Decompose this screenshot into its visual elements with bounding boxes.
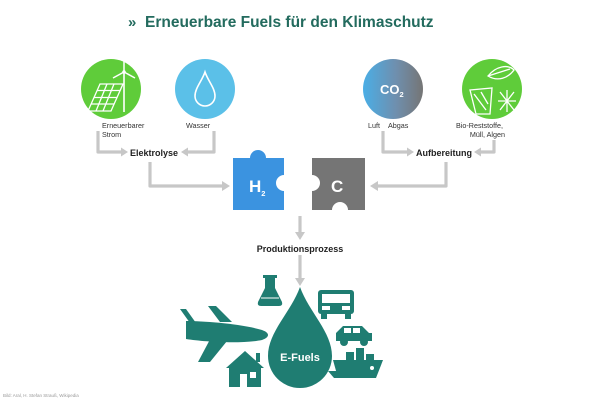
biowaste-icon xyxy=(462,59,522,119)
solar-panel-wind-turbine-icon xyxy=(81,59,141,119)
input-label-strom-line2: Strom xyxy=(102,130,121,139)
process-label-elektrolyse: Elektrolyse xyxy=(130,148,178,158)
puzzle-label-c: C xyxy=(331,177,343,196)
e-fuels-label: E-Fuels xyxy=(280,352,320,364)
image-credit: Bild: Aral, H. Stefan Strauß, Wikipedia xyxy=(3,393,79,398)
puzzle-piece-h2: H2 xyxy=(233,150,284,210)
puzzle-piece-c: C xyxy=(312,158,365,210)
svg-text:H2: H2 xyxy=(249,177,265,198)
car-icon xyxy=(336,326,372,346)
input-label-luft: Luft xyxy=(368,121,380,130)
input-label-abgas: Abgas xyxy=(388,121,409,130)
water-drop-icon xyxy=(175,59,235,119)
e-fuels-drop: E-Fuels xyxy=(268,287,332,388)
input-label-bio-line1: Bio-Reststoffe, xyxy=(456,121,503,130)
truck-icon xyxy=(318,290,354,319)
flask-icon xyxy=(257,275,283,306)
input-label-strom-line1: Erneuerbarer xyxy=(102,121,145,130)
svg-text:CO2: CO2 xyxy=(380,82,404,99)
puzzle-label-h-subscript: 2 xyxy=(261,189,265,198)
house-icon xyxy=(226,351,264,387)
co2-subscript: 2 xyxy=(400,90,404,99)
ship-icon xyxy=(328,348,383,378)
connector-arrows xyxy=(96,131,496,286)
page-title: Erneuerbare Fuels für den Klimaschutz xyxy=(145,14,434,31)
co2-label: CO xyxy=(380,82,400,97)
co2-icon: CO2 xyxy=(363,59,423,119)
input-label-wasser: Wasser xyxy=(186,121,211,130)
svg-text:Erneuerbarer Strom: Erneuerbarer Strom xyxy=(102,121,146,139)
input-label-bio-line2: Müll, Algen xyxy=(470,130,505,139)
title-marker: » xyxy=(128,14,136,31)
puzzle-label-h: H xyxy=(249,177,261,196)
airplane-icon xyxy=(180,306,268,362)
svg-text:Bio-Reststoffe, Müll, Alge: Bio-Reststoffe, Müll, Algen xyxy=(456,121,505,139)
process-label-produktionsprozess: Produktionsprozess xyxy=(257,244,344,254)
process-label-aufbereitung: Aufbereitung xyxy=(416,148,472,158)
